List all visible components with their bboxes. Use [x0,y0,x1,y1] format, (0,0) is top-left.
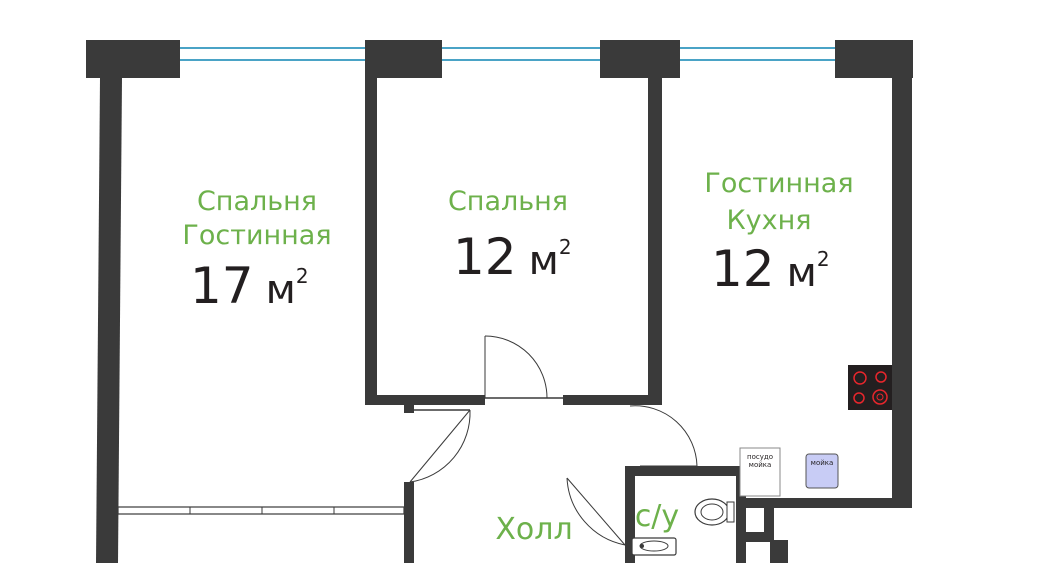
area-sup: 2 [559,235,572,259]
outer-wall-right [892,78,912,508]
area-number: 17 [190,257,254,315]
room-hall: Холл [495,512,572,547]
room-area: 17 м2 [190,257,309,315]
pillar-3 [600,40,680,78]
area-sup: 2 [296,264,309,288]
wall-shaft-bottom [736,532,774,542]
room-living-kitchen: Гостинная Кухня 12 м2 [704,168,853,298]
wall-bedroom-bottom-left [365,395,485,405]
wall-corner-bottom [770,540,788,563]
dishwasher-label-1: посудо [747,453,773,461]
door-swings [409,335,698,546]
pillar-1 [86,40,180,78]
room-label-line2: Кухня [726,205,811,236]
area-unit: м [787,250,817,296]
window-right [680,47,835,61]
wall-stub-hall [404,482,414,563]
room-bedroom-living: Спальня Гостинная 17 м2 [182,186,331,315]
pillar-2 [365,40,442,78]
wall-kitchen-bottom [736,498,912,508]
dishwasher-icon: посудо мойка [739,447,781,497]
washbasin-icon [631,537,677,556]
area-sup: 2 [817,247,830,271]
room-bedroom: Спальня 12 м2 [448,186,572,286]
area-unit: м [266,267,296,313]
door-bedroom [484,335,548,399]
wall-bedroom-bottom-right [563,395,662,405]
room-label-line2: Гостинная [182,220,331,251]
door-bathroom [566,477,626,546]
sink-icon: мойка [805,453,839,489]
room-area: 12 м2 [453,228,572,286]
windows [180,47,835,61]
stove-icon [848,365,892,410]
window-middle [442,47,600,61]
room-label-line1: Спальня [448,186,568,217]
pillar-4 [835,40,913,78]
dishwasher-label-2: мойка [749,461,772,469]
area-number: 12 [453,228,517,286]
sink-label: мойка [811,459,834,467]
room-area: 12 м2 [711,240,830,298]
room-label-line1: Спальня [197,186,317,217]
wall-bathroom-top [625,466,737,476]
room-bathroom: с/у [635,499,679,534]
door-big-room [409,409,471,483]
area-unit: м [529,238,559,284]
window-left [180,47,365,61]
wall-bathroom-right [736,466,746,563]
room-label-bathroom: с/у [635,499,679,534]
outer-wall-left [96,78,122,563]
wall-shaft-right [764,498,774,542]
wall-bedroom-right [648,78,662,405]
toilet-icon [694,498,735,526]
door-thresholds [410,397,563,411]
area-number: 12 [711,240,775,298]
room-label-line1: Гостинная [704,168,853,199]
wall-stub-door-left [404,405,414,413]
wall-bathroom-left [625,466,635,563]
door-kitchen [629,405,698,467]
wall-bedroom-left [365,78,377,405]
partition-bottom [117,506,405,515]
room-label-hall: Холл [495,512,572,547]
walls [86,40,913,563]
